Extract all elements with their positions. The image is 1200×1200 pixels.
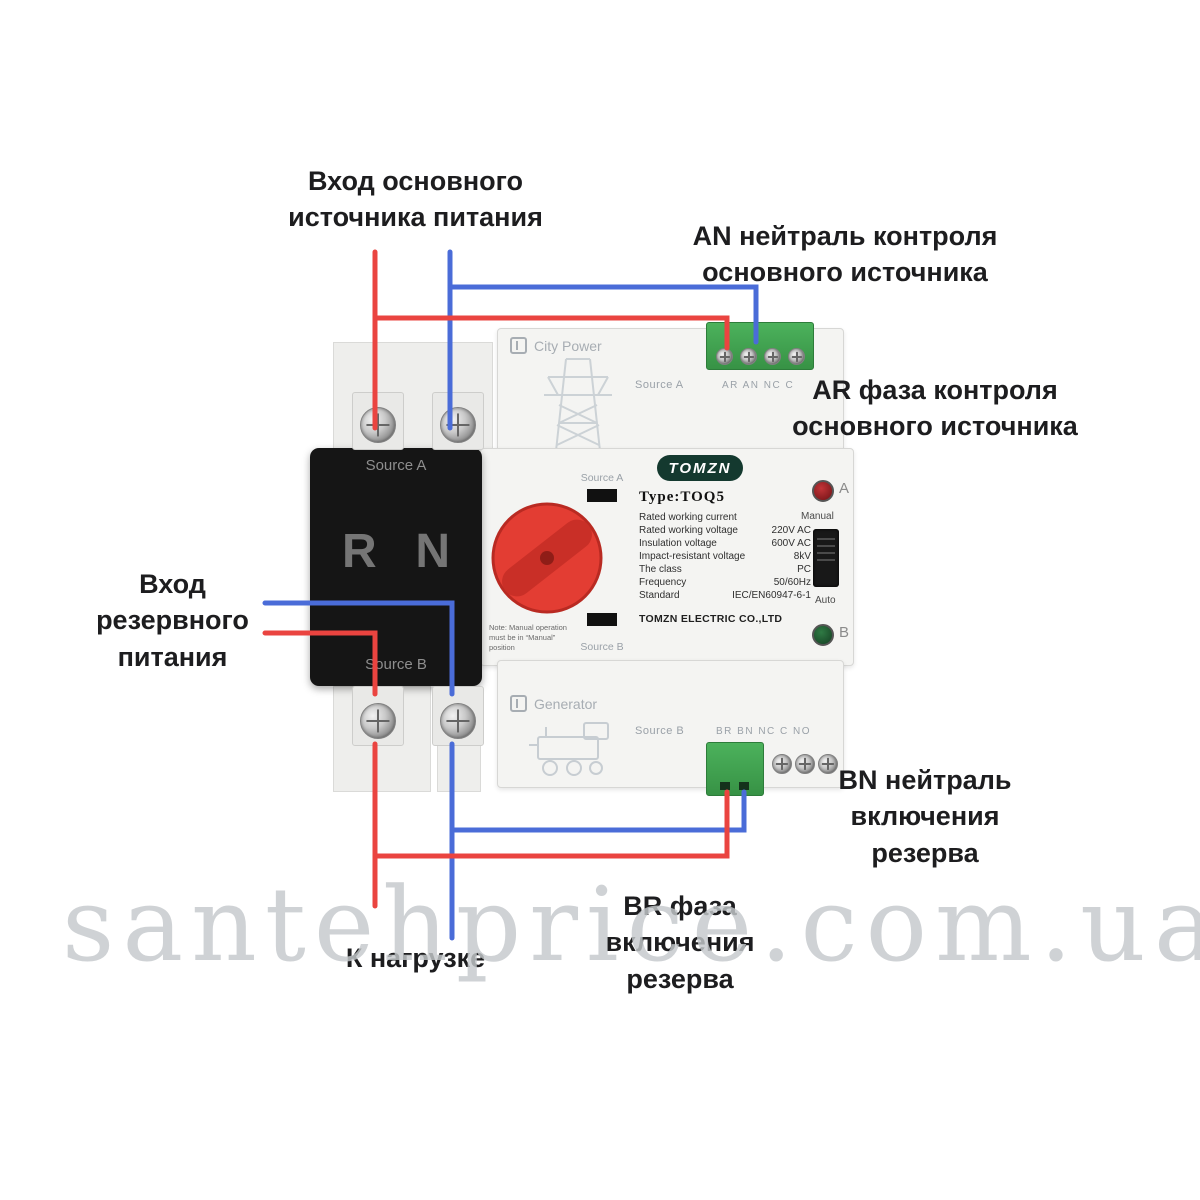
output-terminal-r bbox=[352, 686, 404, 746]
wire-red-br-branch bbox=[372, 789, 730, 859]
indicator-b-label: B bbox=[839, 624, 850, 641]
annotation-reserve-input: Вход резервного питания bbox=[96, 569, 249, 672]
input-screw-n[interactable] bbox=[440, 407, 476, 443]
output-screw-r[interactable] bbox=[360, 703, 396, 739]
spec-table: Rated working current Rated working volt… bbox=[639, 511, 811, 602]
output-screw-n[interactable] bbox=[440, 703, 476, 739]
terminal-a-screw-2 bbox=[740, 348, 757, 365]
input-terminal-n bbox=[432, 392, 484, 450]
annotation-ar: AR фаза контроля основного источника bbox=[792, 375, 1078, 442]
din-tail-right bbox=[437, 744, 481, 792]
terminal-b-hole-2 bbox=[739, 782, 749, 790]
switch-front-block: Source A R N Source B bbox=[310, 448, 482, 686]
watermark: santehprice.com.ua bbox=[62, 866, 1200, 985]
annotation-main-input: Вход основного источника питания bbox=[288, 166, 543, 233]
panel-source-a-label: Source A bbox=[580, 472, 624, 484]
type-label: Type:TOQ5 bbox=[639, 489, 725, 505]
manual-label: Manual bbox=[801, 511, 834, 522]
terminal-b-screw-1 bbox=[772, 754, 792, 774]
indicator-a-label: A bbox=[839, 480, 850, 497]
device-control-panel: Source A TOMZN Type:TOQ5 Rated working c… bbox=[480, 448, 854, 666]
rotary-knob[interactable] bbox=[488, 499, 606, 617]
manual-note: Note: Manual operation must be in “Manua… bbox=[489, 623, 567, 652]
annotation-br: BR фаза включения резерва bbox=[605, 891, 755, 994]
generator-icon bbox=[510, 695, 527, 712]
city-power-label: City Power bbox=[534, 337, 602, 354]
company-label: TOMZN ELECTRIC CO.,LTD bbox=[639, 613, 783, 625]
annotation-bn: BN нейтраль включения резерва bbox=[838, 765, 1012, 868]
auto-label: Auto bbox=[815, 595, 836, 606]
indicator-led-a bbox=[812, 480, 834, 502]
annotation-load: К нагрузке bbox=[345, 943, 486, 973]
terminal-a-screw-1 bbox=[716, 348, 733, 365]
module-b-source-label: Source B bbox=[635, 725, 685, 737]
terminal-b-label: BR BN NC C NO bbox=[716, 726, 812, 737]
panel-source-b-label: Source B bbox=[580, 641, 624, 653]
terminal-b-hole-1 bbox=[720, 782, 730, 790]
spec-row: Rated working current bbox=[639, 512, 737, 523]
terminal-a-label: AR AN NC C bbox=[722, 380, 795, 391]
annotation-an: AN нейтраль контроля основного источника bbox=[692, 221, 998, 288]
letter-r: R bbox=[342, 525, 377, 578]
brand-logo: TOMZN bbox=[657, 455, 743, 481]
manual-auto-slider[interactable] bbox=[813, 529, 839, 587]
wire-blue-bn-branch bbox=[449, 789, 747, 833]
terminal-block-b bbox=[706, 742, 764, 796]
source-b-indicator-window bbox=[587, 613, 617, 626]
city-power-icon bbox=[510, 337, 527, 354]
source-a-indicator-window bbox=[587, 489, 617, 502]
generator-graphic bbox=[529, 722, 609, 776]
input-screw-r[interactable] bbox=[360, 407, 396, 443]
terminal-b-screw-3 bbox=[818, 754, 838, 774]
indicator-led-b bbox=[812, 624, 834, 646]
terminal-b-screw-2 bbox=[795, 754, 815, 774]
input-terminal-r bbox=[352, 392, 404, 450]
generator-label: Generator bbox=[534, 695, 598, 712]
output-terminal-n bbox=[432, 686, 484, 746]
city-power-header: City Power bbox=[510, 337, 602, 354]
module-a-source-label: Source A bbox=[635, 379, 684, 391]
terminal-block-a bbox=[706, 322, 814, 370]
black-box-source-b: Source B bbox=[365, 656, 427, 673]
black-box-letters: R N bbox=[310, 524, 482, 579]
transmission-tower-graphic bbox=[544, 358, 612, 452]
black-box-source-a: Source A bbox=[365, 457, 427, 474]
terminal-a-screw-4 bbox=[788, 348, 805, 365]
letter-n: N bbox=[415, 525, 450, 578]
terminal-a-screw-3 bbox=[764, 348, 781, 365]
generator-header: Generator bbox=[510, 695, 597, 712]
